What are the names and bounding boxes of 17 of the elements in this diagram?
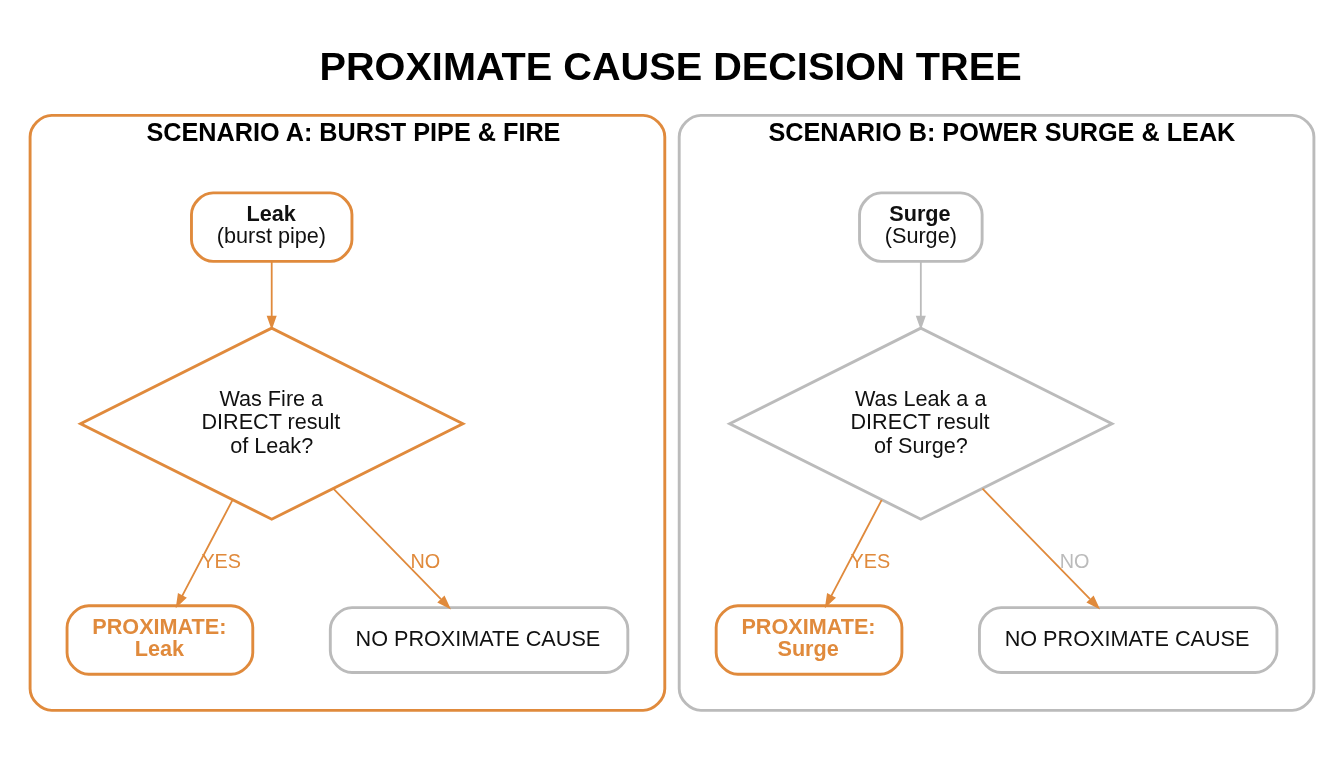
node-box: Surge (Surge) bbox=[858, 191, 984, 263]
node-diamond: Was Fire a DIRECT result of Leak? bbox=[77, 326, 467, 521]
arrow bbox=[175, 499, 234, 609]
edge-label: NO bbox=[410, 549, 441, 572]
arrow bbox=[332, 487, 451, 610]
node-box: PROXIMATE: Leak bbox=[65, 604, 255, 676]
edge-label: NO bbox=[1059, 549, 1090, 572]
node-box: PROXIMATE: Surge bbox=[714, 604, 904, 676]
node-box: NO PROXIMATE CAUSE bbox=[978, 606, 1279, 674]
arrow bbox=[824, 499, 883, 609]
edge-label: YES bbox=[850, 549, 891, 572]
node-diamond: Was Leak a a DIRECT result of Surge? bbox=[726, 326, 1116, 521]
node-box: Leak (burst pipe) bbox=[190, 191, 354, 263]
diagram-title: PROXIMATE CAUSE DECISION TREE bbox=[319, 44, 1022, 89]
node-box: NO PROXIMATE CAUSE bbox=[328, 606, 630, 674]
arrow bbox=[981, 487, 1101, 610]
edge-label: YES bbox=[201, 549, 242, 572]
